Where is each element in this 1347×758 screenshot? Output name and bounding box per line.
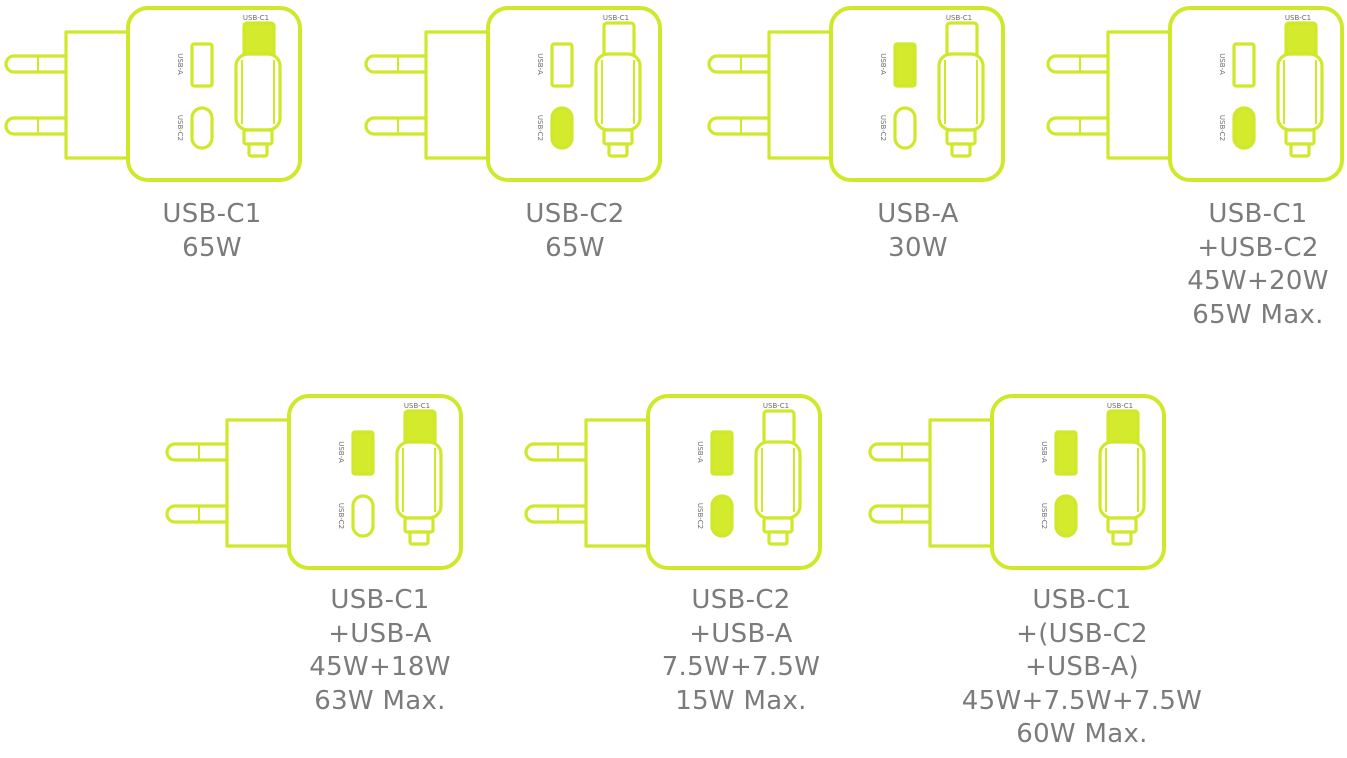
caption-line: USB-C2 — [691, 585, 791, 615]
plug-base — [424, 30, 496, 160]
usb-a-label: USB-A — [1040, 441, 1048, 463]
plug-base — [767, 30, 839, 160]
caption-line: USB-C1 — [330, 585, 430, 615]
usb-a-label: USB-A — [879, 53, 887, 75]
usb-a-port — [893, 42, 917, 88]
usb-c2-label: USB-C2 — [696, 503, 704, 529]
usb-a-port — [190, 42, 214, 88]
caption-line: 30W — [888, 232, 948, 263]
caption-line: 65W — [545, 232, 605, 263]
usb-c2-port — [710, 494, 734, 538]
charger-icon: USB-A USB-C2 USB-C1 — [364, 6, 662, 182]
usb-c1-label: USB-C1 — [243, 14, 269, 22]
usb-c1-label: USB-C1 — [763, 402, 789, 410]
usb-a-port — [351, 430, 375, 476]
caption-line: USB-C1 — [1032, 585, 1132, 615]
charger-icon: USB-A USB-C2 USB-C1 — [165, 394, 463, 570]
caption-line: 45W+18W — [309, 652, 451, 682]
caption-line: +USB-C2 — [1197, 232, 1319, 263]
plug-base — [928, 418, 1000, 548]
usb-a-label: USB-A — [536, 53, 544, 75]
usb-c2-port — [1054, 494, 1078, 538]
usb-c1-cable — [234, 21, 282, 158]
usb-c2-port — [351, 494, 375, 538]
usb-c1-label: USB-C1 — [946, 14, 972, 22]
caption-line: +USB-A) — [1025, 652, 1139, 682]
usb-c1-label: USB-C1 — [603, 14, 629, 22]
plug-base — [225, 418, 297, 548]
charger-icon: USB-A USB-C2 USB-C1 — [868, 394, 1166, 570]
charger-icon: USB-A USB-C2 USB-C1 — [524, 394, 822, 570]
usb-a-label: USB-A — [696, 441, 704, 463]
usb-a-port — [1232, 42, 1256, 88]
caption-line: 63W Max. — [314, 685, 446, 716]
usb-c1-label: USB-C1 — [1107, 402, 1133, 410]
caption-line: 65W — [182, 232, 242, 263]
usb-c1-cable — [1276, 21, 1324, 158]
caption-line: 65W Max. — [1192, 299, 1324, 330]
plug-base — [584, 418, 656, 548]
usb-a-label: USB-A — [337, 441, 345, 463]
usb-c2-label: USB-C2 — [337, 503, 345, 529]
usb-a-label: USB-A — [176, 53, 184, 75]
caption-line: 45W+7.5W+7.5W — [961, 685, 1203, 716]
plug-base — [64, 30, 136, 160]
caption-line: USB-C1 — [162, 199, 262, 229]
usb-c1-cable — [754, 409, 802, 546]
caption-line: 7.5W+7.5W — [661, 652, 821, 682]
usb-a-port — [550, 42, 574, 88]
caption-line: +USB-A — [328, 618, 432, 649]
usb-c1-label: USB-C1 — [404, 402, 430, 410]
usb-c1-cable — [594, 21, 642, 158]
usb-c2-label: USB-C2 — [176, 115, 184, 141]
usb-c1-label: USB-C1 — [1285, 14, 1311, 22]
usb-c2-port — [893, 106, 917, 150]
charger-icon: USB-A USB-C2 USB-C1 — [707, 6, 1005, 182]
usb-a-port — [1054, 430, 1078, 476]
usb-c2-label: USB-C2 — [1040, 503, 1048, 529]
usb-c2-port — [550, 106, 574, 150]
usb-c2-label: USB-C2 — [879, 115, 887, 141]
caption-line: 15W Max. — [675, 685, 807, 716]
usb-a-port — [710, 430, 734, 476]
caption-line: USB-A — [877, 199, 959, 229]
caption-line: USB-C1 — [1208, 199, 1308, 229]
caption-line: USB-C2 — [525, 199, 625, 229]
charger-icon: USB-A USB-C2 USB-C1 — [4, 6, 302, 182]
usb-c1-cable — [1098, 409, 1146, 546]
usb-c1-cable — [395, 409, 443, 546]
usb-c2-port — [1232, 106, 1256, 150]
charger-icon: USB-A USB-C2 USB-C1 — [1046, 6, 1344, 182]
caption-line: 60W Max. — [1016, 719, 1148, 749]
plug-base — [1106, 30, 1178, 160]
usb-c1-cable — [937, 21, 985, 158]
caption-line: +(USB-C2 — [1016, 618, 1148, 649]
usb-c2-port — [190, 106, 214, 150]
usb-c2-label: USB-C2 — [536, 115, 544, 141]
caption-line: 45W+20W — [1187, 266, 1329, 296]
caption-line: +USB-A — [689, 618, 793, 649]
usb-a-label: USB-A — [1218, 53, 1226, 75]
usb-c2-label: USB-C2 — [1218, 115, 1226, 141]
